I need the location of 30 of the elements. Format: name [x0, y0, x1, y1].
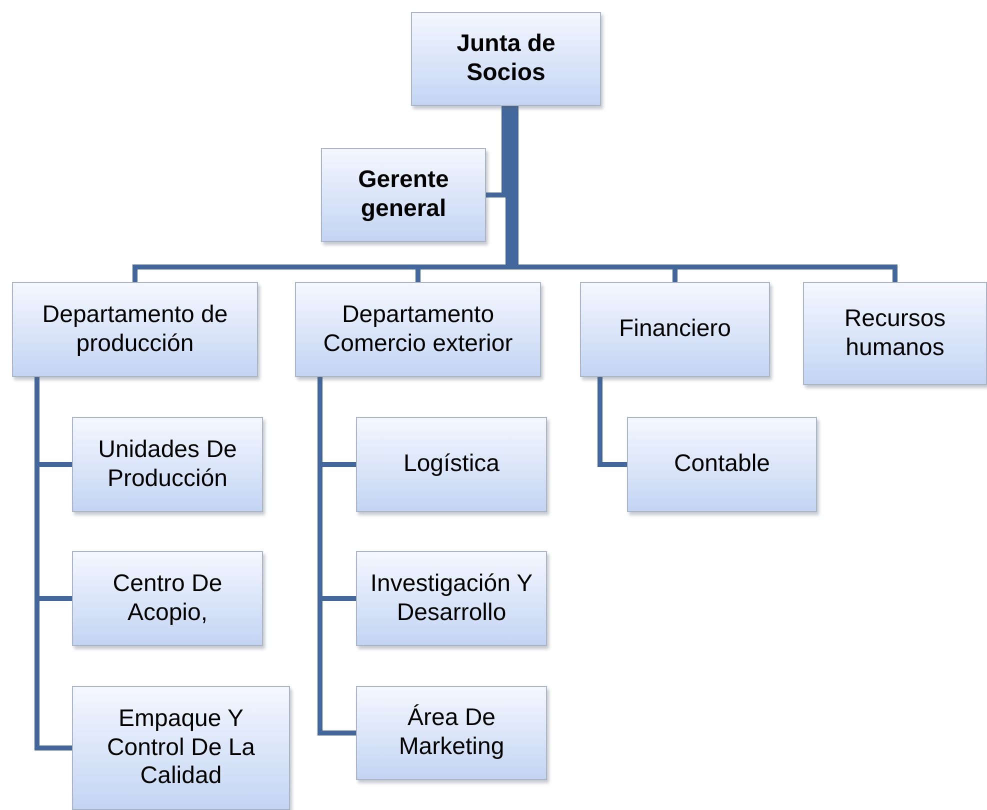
- org-box: [72, 686, 290, 810]
- connector-line: [416, 106, 514, 282]
- box-label: Gerente general: [357, 166, 450, 224]
- org-box: [72, 551, 263, 646]
- org-box: [356, 686, 547, 780]
- box-label: Junta de Socios: [456, 30, 556, 88]
- org-box: [580, 282, 770, 377]
- connector-line: [486, 106, 506, 198]
- box-label: Empaque Y Control De La Calidad: [106, 704, 256, 792]
- box-label: Unidades De Producción: [97, 436, 238, 494]
- box-label: Logística: [402, 450, 501, 479]
- box-label: Financiero: [618, 315, 732, 344]
- org-box: [72, 417, 263, 512]
- org-box: [803, 282, 987, 385]
- box-label: Recursos humanos: [843, 304, 947, 362]
- box-label: Departamento de producción: [41, 300, 229, 358]
- box-label: Centro De Acopio,: [112, 570, 224, 628]
- org-box: [295, 282, 541, 377]
- box-label: Área De Marketing: [398, 704, 506, 762]
- org-box: [627, 417, 817, 512]
- org-box: [411, 12, 601, 106]
- org-box: [12, 282, 258, 377]
- org-box: [356, 417, 547, 512]
- box-label: Contable: [672, 450, 772, 479]
- connector-line: [132, 106, 510, 282]
- box-label: Investigación Y Desarrollo: [369, 570, 534, 628]
- connector-line: [598, 377, 627, 467]
- box-label: Departamento Comercio exterior: [322, 300, 514, 358]
- org-box: [321, 148, 486, 242]
- org-box: [356, 551, 547, 646]
